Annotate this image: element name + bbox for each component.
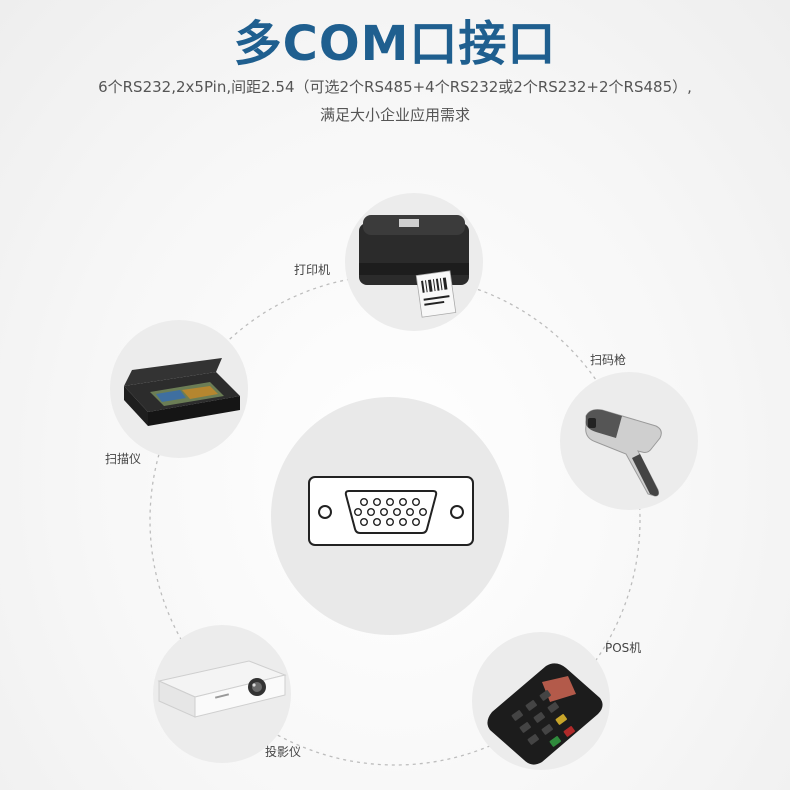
scanner-circle — [110, 320, 248, 458]
pos-label: POS机 — [605, 641, 642, 655]
printer-circle — [345, 193, 483, 331]
pos-terminal-icon — [487, 663, 603, 765]
projector-icon — [157, 660, 287, 718]
subtitle-line-1: 6个RS232,2x5Pin,间距2.54（可选2个RS485+4个RS232或… — [98, 78, 692, 96]
barcode-scanner-icon — [585, 409, 662, 497]
scanner-gun-circle — [560, 372, 698, 510]
projector-label: 投影仪 — [265, 745, 302, 759]
page-title: 多COM口接口 — [233, 16, 557, 72]
printer-label: 打印机 — [294, 263, 331, 277]
scanner-gun-label: 扫码枪 — [590, 353, 627, 367]
subtitle-line-2: 满足大小企业应用需求 — [319, 106, 470, 124]
db-serial-port-icon — [308, 476, 474, 546]
label-printer-icon — [359, 215, 469, 318]
flatbed-scanner-icon — [124, 358, 240, 426]
center-port-circle — [271, 397, 509, 635]
projector-circle — [153, 625, 291, 763]
pos-circle — [472, 632, 610, 770]
scanner-label: 扫描仪 — [105, 452, 142, 466]
